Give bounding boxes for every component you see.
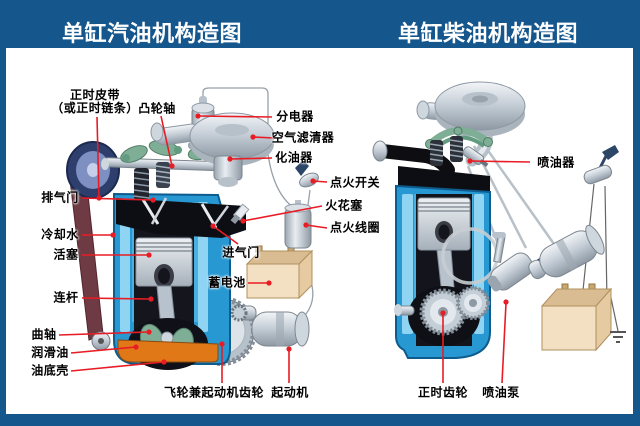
label-exhaust-valve: 排气门 bbox=[41, 190, 79, 205]
carburetor bbox=[213, 155, 243, 187]
label-air-cleaner: 空气滤清器 bbox=[271, 130, 335, 145]
label-timing-belt: 正时皮带 （或正时链条） bbox=[51, 88, 139, 115]
diesel-engine-block bbox=[394, 166, 499, 359]
label-coolant: 冷却水 bbox=[41, 227, 79, 242]
starter-motor bbox=[230, 304, 310, 347]
battery bbox=[540, 283, 613, 352]
label-battery: 蓄电池 bbox=[208, 275, 246, 290]
key-switch bbox=[583, 145, 619, 185]
label-distributor: 分电器 bbox=[276, 109, 314, 124]
leader-lines bbox=[58, 113, 531, 384]
header-band: 单缸汽油机构造图 单缸柴油机构造图 bbox=[0, 0, 640, 48]
air-cleaner bbox=[416, 81, 526, 137]
valve-spring bbox=[155, 162, 171, 188]
label-lubricating-oil: 润滑油 bbox=[31, 345, 69, 360]
camshaft-pulley bbox=[66, 141, 120, 199]
label-injection-pump: 喷油泵 bbox=[482, 385, 520, 400]
label-spark-plug: 火花塞 bbox=[325, 198, 363, 213]
air-cleaner bbox=[150, 112, 275, 166]
starter-motor bbox=[528, 224, 605, 280]
label-oil-pan: 油底壳 bbox=[31, 363, 69, 378]
label-intake-valve: 进气门 bbox=[222, 245, 260, 260]
crank-pulley bbox=[91, 331, 111, 351]
gasoline-title: 单缸汽油机构造图 bbox=[62, 22, 243, 47]
engine-illustrations bbox=[58, 81, 626, 384]
pump-drive-gear bbox=[456, 286, 490, 320]
diesel-title: 单缸柴油机构造图 bbox=[398, 22, 579, 47]
piston bbox=[417, 197, 471, 251]
gasoline-engine-illustration bbox=[66, 87, 319, 370]
diesel-engine-illustration bbox=[372, 81, 626, 359]
label-camshaft: 凸轮轴 bbox=[138, 101, 176, 116]
valve-spring bbox=[429, 140, 444, 166]
label-flywheel-ring-gear: 飞轮兼起动机齿轮 bbox=[163, 385, 265, 400]
gasoline-engine-block bbox=[113, 192, 250, 370]
label-carburetor: 化油器 bbox=[275, 150, 313, 165]
spark-plug bbox=[230, 203, 250, 225]
label-ignition-coil: 点火线圈 bbox=[329, 220, 381, 235]
label-starter: 起动机 bbox=[271, 385, 309, 400]
label-ignition-switch: 点火开关 bbox=[329, 175, 381, 190]
ground-symbol bbox=[610, 331, 626, 343]
label-timing-gear: 正时齿轮 bbox=[417, 385, 469, 400]
oil-pan-sump bbox=[117, 339, 219, 363]
label-crankshaft: 曲轴 bbox=[31, 327, 57, 342]
valve-spring bbox=[133, 168, 150, 200]
piston bbox=[135, 237, 193, 288]
injection-pump bbox=[487, 232, 534, 292]
diagram-area: 正时皮带 （或正时链条） 凸轮轴 分电器 空气滤清器 化油器 点火开关 火花塞 … bbox=[6, 48, 633, 414]
rocker-assembly bbox=[425, 126, 493, 166]
label-injector: 喷油器 bbox=[537, 155, 575, 170]
label-connecting-rod: 连杆 bbox=[53, 290, 79, 305]
valve-spring bbox=[449, 136, 464, 162]
label-piston: 活塞 bbox=[53, 247, 79, 262]
battery bbox=[245, 245, 314, 300]
